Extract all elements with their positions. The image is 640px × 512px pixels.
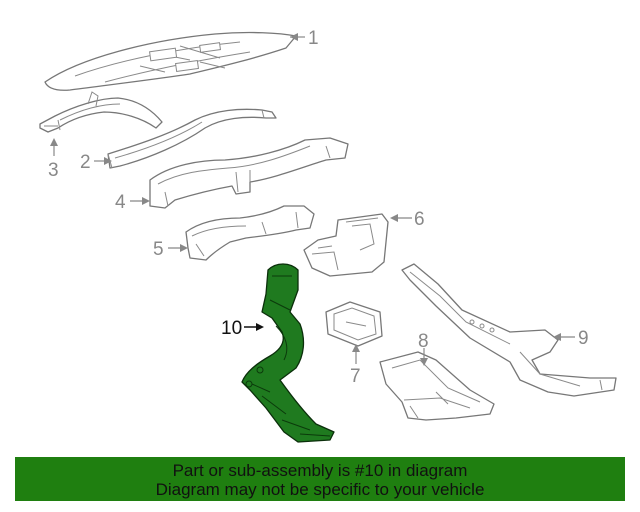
leader-8 <box>420 348 428 366</box>
callout-7: 7 <box>350 366 361 387</box>
callout-8: 8 <box>418 331 429 352</box>
banner-line-1: Part or sub-assembly is #10 in diagram <box>172 461 468 480</box>
part-6-outlet-housing <box>303 213 389 277</box>
callout-5: 5 <box>153 239 164 260</box>
leader-6 <box>390 214 412 222</box>
leader-3 <box>50 138 58 156</box>
part-7-vent-bezel <box>325 301 383 347</box>
part-9-right-side-duct <box>401 263 617 397</box>
vehicle-fitment-banner: Part or sub-assembly is #10 in diagram D… <box>15 457 625 501</box>
part-1-defroster-duct <box>44 31 297 91</box>
leader-10 <box>244 323 264 331</box>
callout-9: 9 <box>578 328 589 349</box>
callout-1: 1 <box>308 28 319 49</box>
leader-4 <box>130 197 150 205</box>
callout-3: 3 <box>48 160 59 181</box>
leader-9 <box>553 333 575 341</box>
part-4-floor-duct-upper <box>149 137 349 209</box>
leader-5 <box>168 244 188 252</box>
leader-1 <box>290 33 305 41</box>
leader-2 <box>94 157 112 165</box>
callout-4: 4 <box>115 192 126 213</box>
callout-10: 10 <box>221 318 242 339</box>
callout-6: 6 <box>414 209 425 230</box>
callout-2: 2 <box>80 152 91 173</box>
part-3-side-duct <box>39 91 163 133</box>
part-5-floor-duct-lower <box>185 205 315 261</box>
banner-line-2: Diagram may not be specific to your vehi… <box>155 480 485 499</box>
leader-7 <box>352 344 360 364</box>
parts-diagram: 1 3 2 4 5 6 7 8 9 10 <box>39 28 617 443</box>
part-8-rear-floor-duct <box>379 351 495 421</box>
part-10-highlighted-duct <box>241 263 335 443</box>
